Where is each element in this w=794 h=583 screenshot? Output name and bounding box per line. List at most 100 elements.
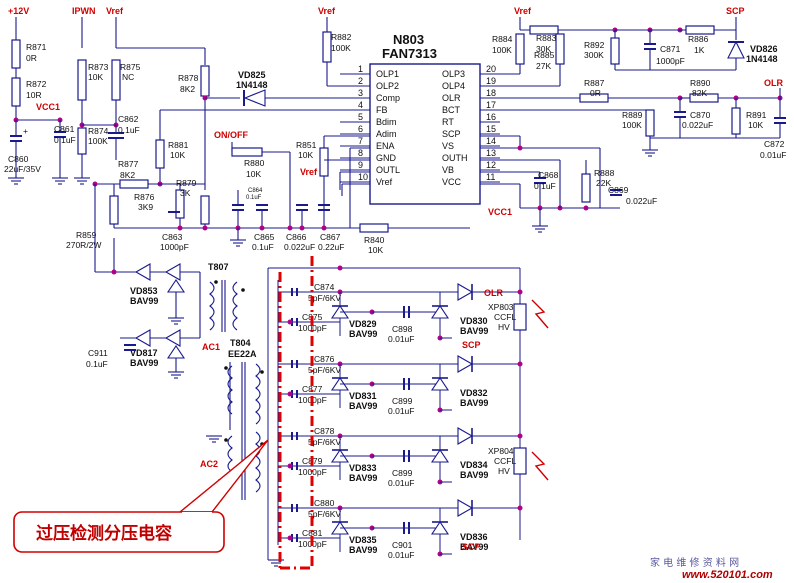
connector-xp804	[513, 447, 527, 475]
ic-pin-name-olp4: OLP4	[442, 81, 465, 91]
svg-text:100K: 100K	[88, 136, 108, 146]
resistor-r882	[322, 31, 332, 63]
svg-text:30K: 30K	[536, 44, 551, 54]
ic-pin-name-outh: OUTH	[442, 153, 468, 163]
value-c899-2: 0.01uF	[388, 406, 414, 416]
svg-text:R885: R885	[534, 50, 555, 60]
svg-text:1N4148: 1N4148	[746, 54, 778, 64]
lamp-arc-icon-2	[531, 451, 549, 481]
watermark: 家 电 维 修 资 料 网 www.520101.com	[650, 556, 773, 581]
net-label-vref-right: Vref	[514, 6, 532, 16]
svg-text:10K: 10K	[170, 150, 185, 160]
ic-pin-name-vb: VB	[442, 165, 454, 175]
svg-text:C869: C869	[608, 185, 629, 195]
svg-text:R840: R840	[364, 235, 385, 245]
net-label-olr-top: OLR	[764, 78, 783, 88]
value-vd831: BAV99	[349, 401, 377, 411]
svg-text:3K: 3K	[180, 188, 191, 198]
transformer-t804-primary	[227, 365, 233, 415]
resistor-r875	[111, 59, 121, 101]
ic-pin-num-14: 14	[486, 136, 496, 146]
svg-text:VD826: VD826	[750, 44, 778, 54]
svg-text:C862: C862	[118, 114, 139, 124]
resistor-r874	[77, 127, 87, 155]
svg-text:R872: R872	[26, 79, 47, 89]
svg-text:C866: C866	[286, 232, 307, 242]
net-label-vref-mid: Vref	[300, 167, 318, 177]
diode-vd817-a	[134, 329, 151, 347]
svg-text:22uF/35V: 22uF/35V	[4, 164, 41, 174]
net-label-scp-1: SCP	[462, 340, 481, 350]
svg-text:C861: C861	[54, 124, 75, 134]
svg-text:VD817: VD817	[130, 348, 158, 358]
ic-pin-num-18: 18	[486, 88, 496, 98]
value-c878: 5pF/6KV	[308, 437, 341, 447]
transformer-t807-label: T807	[208, 262, 229, 272]
connector-xp803	[513, 303, 527, 331]
svg-text:NC: NC	[122, 72, 134, 82]
ic-pin-num-2: 2	[358, 76, 363, 86]
watermark-cn: 家 电 维 修 资 料 网	[650, 556, 739, 569]
svg-text:1000pF: 1000pF	[160, 242, 189, 252]
ic-pin-name-olp3: OLP3	[442, 69, 465, 79]
value-vd830: BAV99	[460, 326, 488, 336]
transformer-t804-label: T804	[230, 338, 251, 348]
resistor-r881	[155, 139, 165, 169]
ic-pin-name-olp2: OLP2	[376, 81, 399, 91]
svg-text:22K: 22K	[596, 178, 611, 188]
lamp-arc-icon	[531, 299, 549, 329]
svg-text:10R: 10R	[26, 90, 42, 100]
svg-text:10K: 10K	[368, 245, 383, 255]
value-vd833: BAV99	[349, 473, 377, 483]
net-label-olr-hv: OLR	[484, 288, 503, 298]
diode-vd834	[430, 449, 450, 463]
svg-text:0.1uF: 0.1uF	[54, 135, 76, 145]
ic-pin-num-4: 4	[358, 100, 363, 110]
svg-text:R873: R873	[88, 62, 109, 72]
value-vd832: BAV99	[460, 398, 488, 408]
svg-text:R890: R890	[690, 78, 711, 88]
ic-pin-name-olr: OLR	[442, 93, 461, 103]
label-c881: C881	[302, 528, 323, 538]
svg-text:R851: R851	[296, 140, 317, 150]
resistor-r885	[555, 33, 565, 65]
ic-pin-num-11: 11	[486, 172, 495, 182]
svg-text:8K2: 8K2	[120, 170, 135, 180]
ic-pin-num-15: 15	[486, 124, 496, 134]
value-c874: 5pF/6KV	[308, 293, 341, 303]
svg-text:C864: C864	[248, 188, 263, 194]
ic-pin-num-3: 3	[358, 88, 363, 98]
net-label-ipwn: IPWN	[72, 6, 96, 16]
net-label-scp-2: SCP	[462, 542, 481, 552]
svg-text:VD853: VD853	[130, 286, 158, 296]
svg-text:0.01uF: 0.01uF	[760, 150, 786, 160]
svg-text:C860: C860	[8, 154, 29, 164]
diode-vd817-b	[164, 329, 181, 347]
diode-vd853-a	[134, 263, 151, 281]
resistor-r892	[610, 37, 620, 65]
label-vd836: VD836	[460, 532, 488, 542]
ic-pin-num-8: 8	[358, 148, 363, 158]
resistor-r877	[119, 179, 149, 189]
value-c876: 5pF/6KV	[308, 365, 341, 375]
svg-text:C870: C870	[690, 110, 711, 120]
ic-pin-num-9: 9	[358, 160, 363, 170]
ic-pin-name-scp: SCP	[442, 129, 461, 139]
watermark-url: www.520101.com	[682, 569, 773, 581]
svg-text:270R/2W: 270R/2W	[66, 240, 101, 250]
ic-pin-name-vref: Vref	[376, 177, 393, 187]
label-vd835: VD835	[349, 535, 377, 545]
ic-ref: N803	[393, 32, 424, 47]
resistor-r880	[231, 147, 263, 157]
ic-pin-num-12: 12	[486, 160, 496, 170]
value-vd835: BAV99	[349, 545, 377, 555]
net-label-ac1: AC1	[202, 342, 220, 352]
net-label-vref-top: Vref	[318, 6, 336, 16]
svg-text:R881: R881	[168, 140, 189, 150]
ic-pin-name-outl: OUTL	[376, 165, 400, 175]
svg-text:R859: R859	[76, 230, 97, 240]
